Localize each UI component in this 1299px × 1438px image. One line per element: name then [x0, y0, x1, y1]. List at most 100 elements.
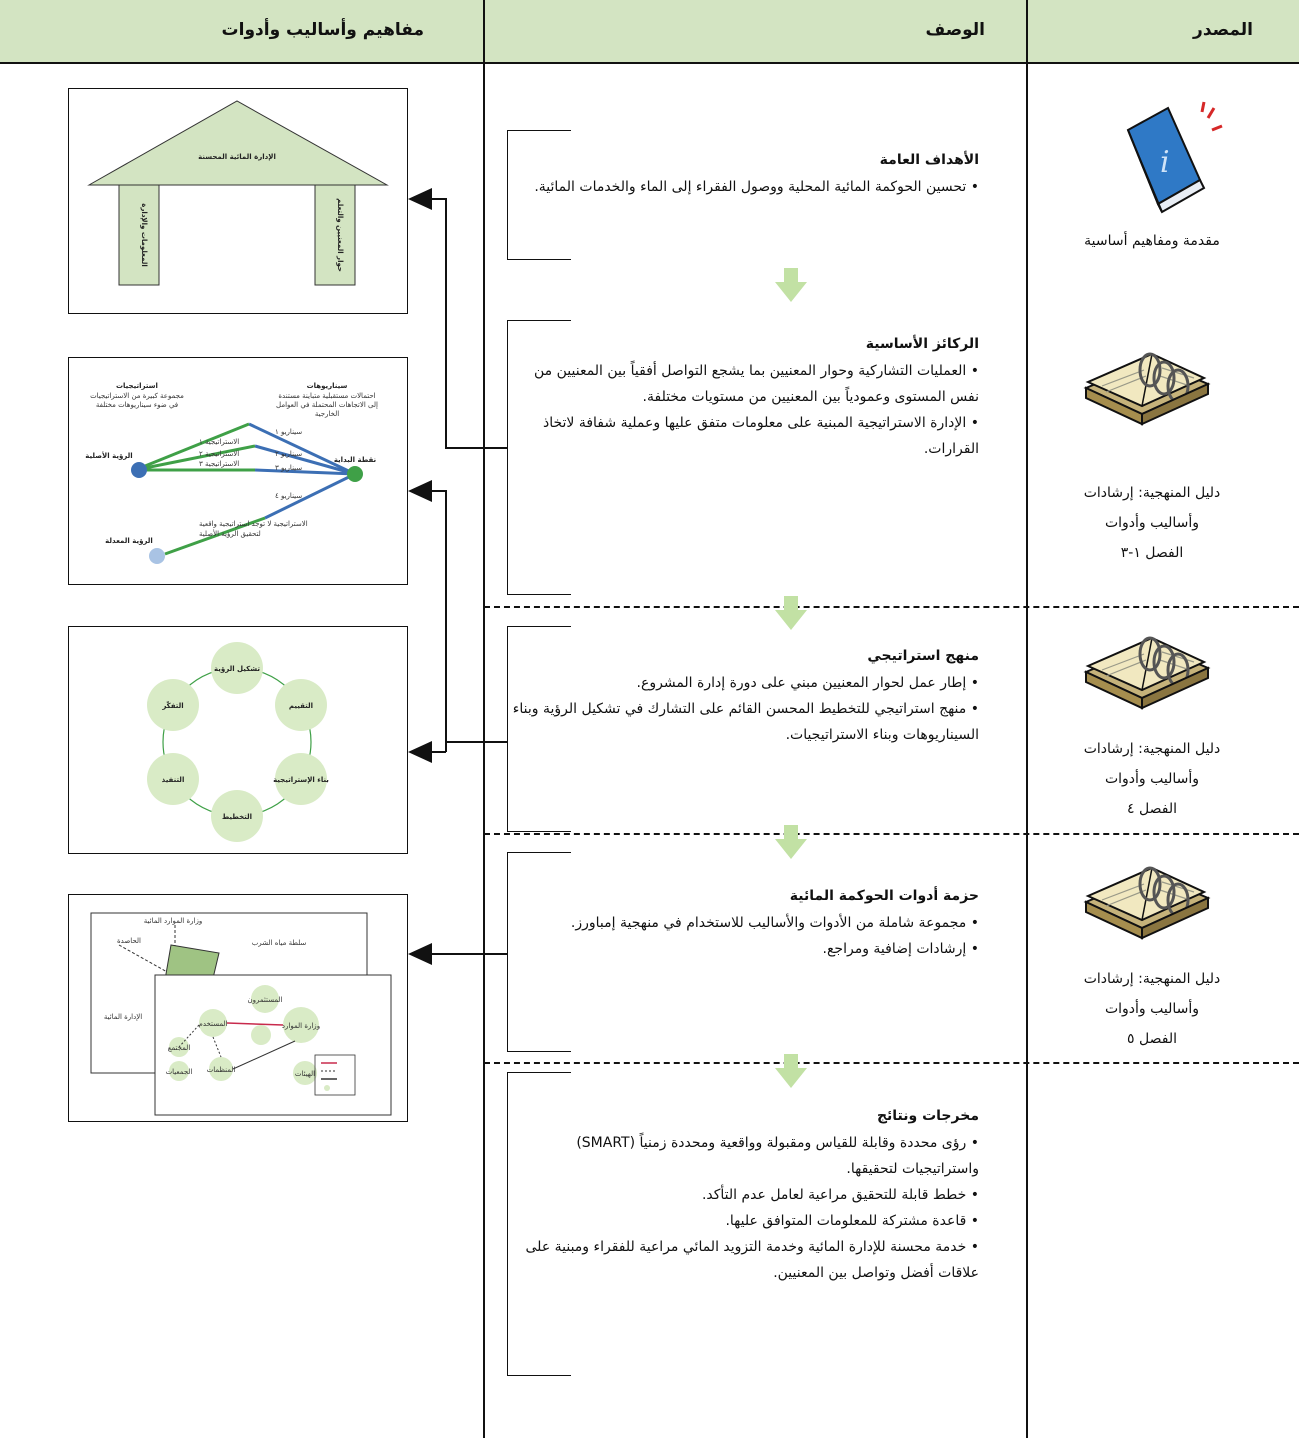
header-concepts: مفاهيم وأساليب وأدوات	[0, 0, 484, 64]
source-chapter-4: دليل المنهجية: إرشادات وأساليب وأدوات ال…	[1047, 734, 1257, 824]
connector-line	[430, 490, 446, 492]
cycle-step: التخطيط	[222, 813, 252, 821]
arrow-left-icon	[408, 943, 432, 965]
block-item: إرشادات إضافية ومراجع.	[509, 936, 979, 962]
block-bracket	[507, 1072, 571, 1376]
connector-line	[430, 198, 446, 200]
thumbnail-cycle-diagram: تشكيل الرؤية التقييم بناء الإستراتيجية ا…	[68, 626, 408, 854]
open-book-icon	[1083, 866, 1211, 940]
scenario-label: سيناريو ٤	[275, 492, 302, 500]
block-title: مخرجات ونتائج	[876, 1108, 979, 1124]
block-item: رؤى محددة وقابلة للقياس ومقبولة وواقعية …	[509, 1130, 979, 1182]
scenarios-title: سيناريوهات	[307, 382, 348, 390]
cycle-step: التفكّر	[161, 700, 183, 710]
toolkit-label: الجمعيات	[166, 1068, 193, 1076]
column-divider-left	[483, 0, 485, 1438]
row-divider	[484, 606, 1299, 608]
house-left-pillar-label: المعلومات والإدارة	[140, 203, 148, 266]
arrow-left-icon	[408, 188, 432, 210]
strategies-desc: في ضوء سيناريوهات مختلفة	[96, 401, 178, 409]
connector-line	[445, 490, 447, 752]
open-book-icon	[1083, 352, 1211, 426]
source-line: دليل المنهجية: إرشادات	[1083, 741, 1221, 757]
header-description: الوصف	[484, 0, 1027, 64]
toolkit-label: المستثمرون	[247, 996, 282, 1004]
cycle-step: تشكيل الرؤية	[214, 665, 260, 673]
toolkit-label: وزارة الموارد المائية	[144, 917, 202, 925]
column-divider-right	[1026, 0, 1028, 1438]
block-bracket	[507, 852, 571, 1052]
connector-line	[445, 198, 447, 448]
open-book-icon	[1083, 636, 1211, 710]
scenarios-desc: احتمالات مستقبلية متباينة مستندة	[278, 392, 375, 400]
block-title: حزمة أدوات الحوكمة المائية	[789, 888, 979, 904]
source-line: دليل المنهجية: إرشادات	[1083, 485, 1221, 501]
toolkit-label: الهيئات	[295, 1070, 315, 1078]
source-line: مقدمة ومفاهيم أساسية	[1084, 233, 1220, 249]
source-line: الفصل ١-٣	[1120, 545, 1184, 561]
description-block-pillars: الركائز الأساسية العمليات التشاركية وحوا…	[509, 330, 979, 462]
source-intro: مقدمة ومفاهيم أساسية	[1047, 226, 1257, 256]
toolkit-label: المجتمع	[168, 1044, 191, 1052]
toolkit-label: وزارة الموارد	[282, 1022, 320, 1030]
row-divider	[484, 1062, 1299, 1064]
thumbnail-scenarios-diagram: سيناريوهات احتمالات مستقبلية متباينة مست…	[68, 357, 408, 585]
scenarios-desc: الخارجية	[315, 410, 339, 418]
description-block-goals: الأهداف العامة تحسين الحوكمة المائية الم…	[519, 146, 979, 200]
modified-vision-label: الرؤية المعدلة	[105, 537, 153, 545]
header-source: المصدر	[1027, 0, 1299, 64]
block-item: خطط قابلة للتحقيق مراعية لعامل عدم التأك…	[509, 1182, 979, 1208]
toolkit-label: المنظمات	[207, 1066, 236, 1074]
description-block-outputs: مخرجات ونتائج رؤى محددة وقابلة للقياس وم…	[509, 1102, 979, 1286]
header-concepts-label: مفاهيم وأساليب وأدوات	[221, 20, 424, 40]
block-item: قاعدة مشتركة للمعلومات المتوافق عليها.	[509, 1208, 979, 1234]
source-chapter-5: دليل المنهجية: إرشادات وأساليب وأدوات ال…	[1047, 964, 1257, 1054]
arrow-left-icon	[408, 741, 432, 763]
cycle-step: بناء الإستراتيجية	[273, 776, 329, 784]
connector-line	[430, 953, 507, 955]
toolkit-label: المستخدم	[198, 1020, 227, 1028]
toolkit-label: الحاصدة	[117, 937, 141, 945]
block-item: منهج استراتيجي للتخطيط المحسن القائم على…	[509, 696, 979, 748]
source-line: الفصل ٥	[1127, 1031, 1177, 1047]
strategy-label: الاستراتيجية لا توجد استراتيجية واقعية	[199, 520, 308, 528]
arrow-left-icon	[408, 480, 432, 502]
scenarios-desc: إلى الاتجاهات المحتملة في العوامل	[276, 401, 378, 409]
source-line: وأساليب وأدوات	[1104, 771, 1200, 787]
block-bracket	[507, 320, 571, 595]
scenario-label: سيناريو ١	[275, 428, 302, 436]
strategies-title: استراتيجيات	[116, 382, 158, 390]
block-item: مجموعة شاملة من الأدوات والأساليب للاستخ…	[509, 910, 979, 936]
scenario-label: سيناريو ٢	[275, 450, 302, 458]
source-line: وأساليب وأدوات	[1104, 1001, 1200, 1017]
connector-line	[445, 447, 507, 449]
source-line: وأساليب وأدوات	[1104, 515, 1200, 531]
strategy-label: الاستراتيجية ١	[199, 438, 239, 446]
block-item: تحسين الحوكمة المائية المحلية ووصول الفق…	[519, 174, 979, 200]
cycle-step: التنفيذ	[162, 776, 185, 784]
block-title: الركائز الأساسية	[865, 336, 979, 352]
thumbnail-toolkit-diagram: وزارة الموارد المائية الحاصدة سلطة مياه …	[68, 894, 408, 1122]
source-line: الفصل ٤	[1127, 801, 1177, 817]
description-block-toolkit: حزمة أدوات الحوكمة المائية مجموعة شاملة …	[509, 882, 979, 962]
cycle-step: التقييم	[289, 702, 313, 710]
header-description-label: الوصف	[925, 20, 985, 40]
strategies-desc: مجموعة كبيرة من الاستراتيجيات	[90, 392, 184, 400]
block-item: الإدارة الاستراتيجية المبنية على معلومات…	[509, 410, 979, 462]
header-source-label: المصدر	[1193, 20, 1253, 40]
strategy-label: الاستراتيجية ٢	[199, 450, 239, 458]
block-bracket	[507, 626, 571, 832]
block-bracket	[507, 130, 571, 260]
down-arrow-icon	[775, 825, 807, 859]
source-chapter-1-3: دليل المنهجية: إرشادات وأساليب وأدوات ال…	[1047, 478, 1257, 568]
thumbnail-house-diagram: الإدارة المائية المحسنة المعلومات والإدا…	[68, 88, 408, 314]
block-item: خدمة محسنة للإدارة المائية وخدمة التزويد…	[509, 1234, 979, 1286]
svg-text:i: i	[1160, 145, 1170, 180]
source-line: دليل المنهجية: إرشادات	[1083, 971, 1221, 987]
strategy-label: الاستراتيجية ٣	[199, 460, 239, 468]
block-title: منهج استراتيجي	[867, 648, 979, 664]
down-arrow-icon	[775, 1054, 807, 1088]
row-divider	[484, 833, 1299, 835]
info-book-icon: i	[1126, 101, 1223, 214]
toolkit-label: سلطة مياه الشرب	[252, 939, 307, 947]
